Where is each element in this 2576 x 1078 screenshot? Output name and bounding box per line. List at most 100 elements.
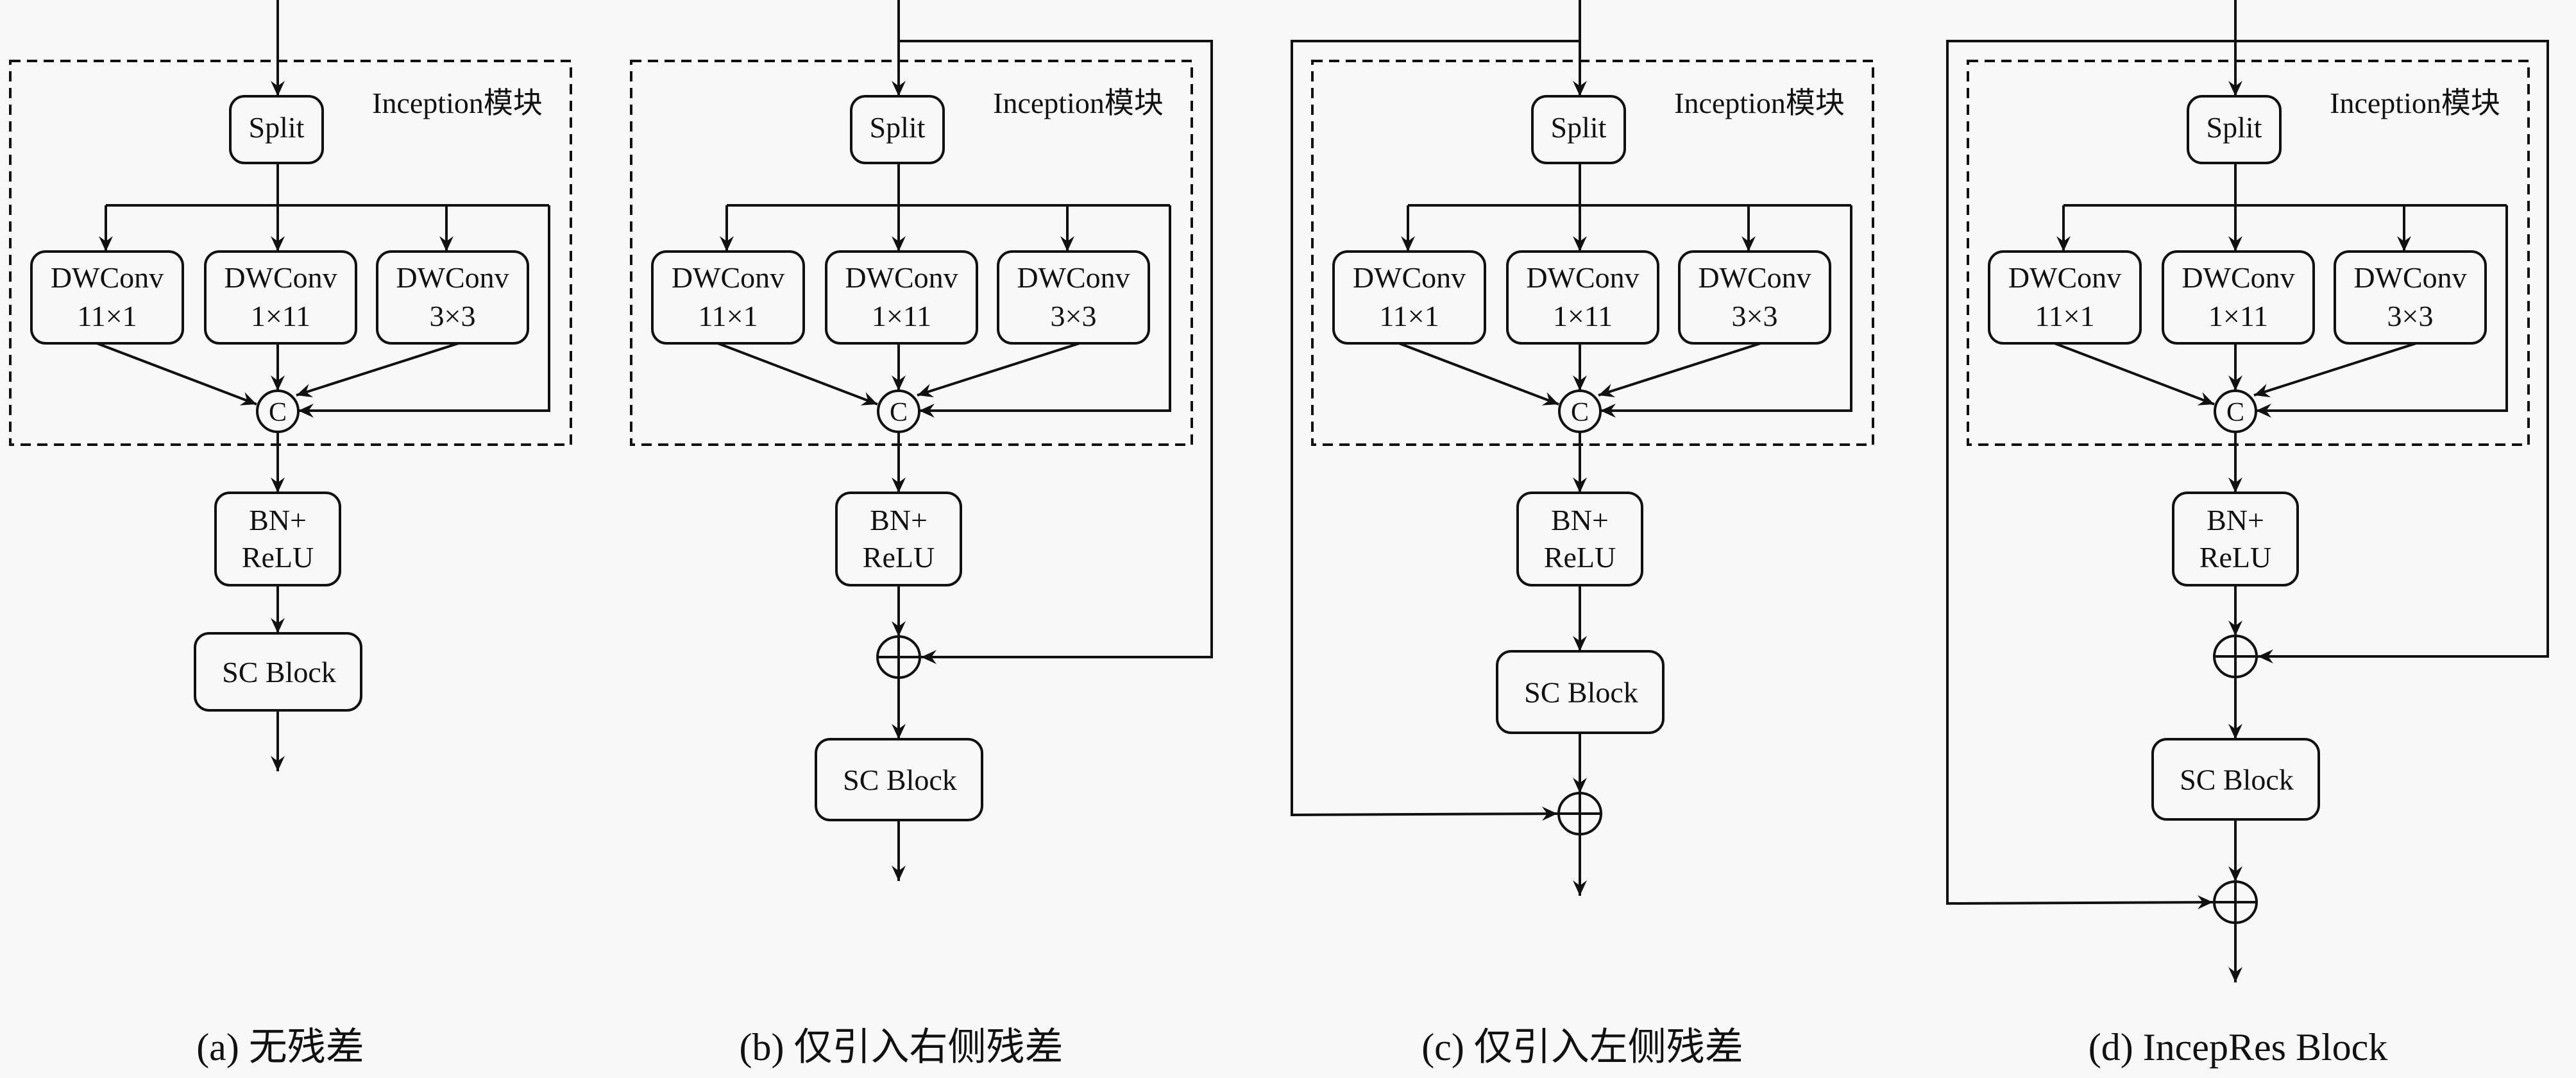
arrowhead-icon bbox=[1573, 81, 1587, 96]
sc-block-node: SC Block bbox=[815, 738, 983, 821]
dwconv-box bbox=[1988, 250, 2142, 345]
dwconv3-to-concat bbox=[296, 342, 459, 397]
dwconv-kernel-label: 3×3 bbox=[1051, 300, 1097, 332]
arrowhead-icon bbox=[2258, 649, 2273, 663]
arrowhead-icon bbox=[1541, 392, 1559, 406]
panel-caption: (d) IncepRes Block bbox=[2089, 1026, 2388, 1068]
dwconv-kernel-label: 1×11 bbox=[872, 300, 931, 332]
split-label: Split bbox=[249, 111, 305, 144]
add-node-left-residual bbox=[1557, 792, 1602, 835]
sc-block-node: SC Block bbox=[194, 632, 362, 712]
add-node-right-residual bbox=[876, 635, 921, 679]
relu-label: ReLU bbox=[2199, 541, 2271, 574]
dwconv-kernel-label: 11×1 bbox=[2035, 300, 2094, 332]
arrowhead-icon bbox=[2228, 375, 2242, 391]
panel-left-residual: Inception模块SplitDWConv11×1DWConv1×11DWCo… bbox=[1291, 0, 1874, 1068]
dwconv3-to-concat bbox=[2253, 342, 2417, 397]
dwconv-kernel-label: 1×11 bbox=[2208, 300, 2268, 332]
dwconv-kernel-label: 11×1 bbox=[1379, 300, 1439, 332]
identity-to-concat bbox=[1600, 205, 1852, 412]
dwconv-label: DWConv bbox=[1526, 261, 1639, 294]
dwconv-node-2: DWConv 1×11 bbox=[204, 250, 357, 345]
concat-node: C bbox=[2214, 389, 2257, 433]
arrowhead-icon bbox=[2197, 895, 2213, 910]
arrowhead-icon bbox=[271, 375, 285, 391]
arrowhead-icon bbox=[921, 650, 936, 664]
panel-incepres-block: Inception模块SplitDWConv11×1DWConv1×11DWCo… bbox=[1946, 0, 2549, 1068]
relu-label: ReLU bbox=[1544, 541, 1616, 574]
dwconv-box bbox=[997, 250, 1150, 345]
sc-block-label: SC Block bbox=[1524, 676, 1638, 709]
arrowhead-icon bbox=[271, 81, 285, 96]
inception-module-label: Inception模块 bbox=[1674, 87, 1845, 119]
sc-block-node: SC Block bbox=[1496, 650, 1665, 734]
arrowhead-icon bbox=[1573, 477, 1587, 493]
add-node-right-residual bbox=[2213, 635, 2258, 678]
dwconv-box bbox=[1332, 250, 1486, 345]
arrowhead-icon bbox=[271, 756, 285, 771]
inception-module-frame bbox=[9, 60, 572, 446]
arrowhead-icon bbox=[1401, 236, 1415, 252]
inception-module-frame bbox=[630, 60, 1193, 446]
panel-no-residual: Inception模块SplitDWConv11×1DWConv1×11DWCo… bbox=[9, 0, 572, 1068]
dwconv-label: DWConv bbox=[396, 261, 509, 294]
arrowhead-icon bbox=[917, 384, 935, 398]
dwconv-kernel-label: 11×1 bbox=[77, 300, 137, 332]
panel-caption: (a) 无残差 bbox=[196, 1026, 364, 1068]
dwconv1-to-concat bbox=[717, 342, 878, 406]
concat-node: C bbox=[1558, 389, 1602, 433]
dwconv-node-2: DWConv 1×11 bbox=[825, 250, 978, 345]
dwconv-label: DWConv bbox=[845, 261, 958, 294]
arrowhead-icon bbox=[439, 236, 453, 252]
arrowhead-icon bbox=[892, 724, 906, 739]
arrowhead-icon bbox=[892, 477, 906, 493]
arrowhead-icon bbox=[2256, 404, 2271, 418]
concat-label: C bbox=[890, 398, 908, 427]
bn-relu-node: BN+ ReLU bbox=[2172, 492, 2299, 586]
dwconv-label: DWConv bbox=[51, 261, 164, 294]
dwconv-kernel-label: 3×3 bbox=[1732, 300, 1778, 332]
arrowhead-icon bbox=[1598, 384, 1616, 398]
arrowhead-icon bbox=[296, 384, 314, 398]
inception-module-label: Inception模块 bbox=[372, 87, 543, 119]
dwconv-label: DWConv bbox=[224, 261, 337, 294]
arrowhead-icon bbox=[271, 477, 285, 493]
dwconv-kernel-label: 1×11 bbox=[251, 300, 310, 332]
arrowhead-icon bbox=[919, 404, 935, 418]
identity-to-concat bbox=[2256, 205, 2508, 412]
dwconv-box bbox=[2162, 250, 2315, 345]
identity-to-concat bbox=[298, 205, 550, 412]
panel-right-residual: Inception模块SplitDWConv11×1DWConv1×11DWCo… bbox=[630, 0, 1213, 1068]
arrowhead-icon bbox=[1541, 807, 1557, 821]
concat-label: C bbox=[2226, 398, 2244, 427]
concat-label: C bbox=[1571, 398, 1589, 427]
arrowhead-icon bbox=[860, 392, 877, 406]
left-residual-connection bbox=[1291, 40, 1580, 817]
dwconv-box bbox=[204, 250, 357, 345]
arrowhead-icon bbox=[1060, 236, 1074, 252]
sc-block-label: SC Block bbox=[2180, 764, 2294, 796]
bn-relu-node: BN+ReLU bbox=[214, 492, 341, 586]
dwconv-kernel-label: 3×3 bbox=[430, 300, 476, 332]
arrowhead-icon bbox=[99, 236, 113, 252]
relu-label: ReLU bbox=[242, 541, 314, 574]
bn-label: BN+ bbox=[2207, 504, 2264, 536]
arrowhead-icon bbox=[720, 236, 734, 252]
dwconv-label: DWConv bbox=[2353, 261, 2466, 294]
bn-label: BN+ bbox=[870, 504, 928, 536]
dwconv-node-1: DWConv 11×1 bbox=[30, 250, 184, 345]
dwconv-kernel-label: 3×3 bbox=[2387, 300, 2434, 332]
arrowhead-icon bbox=[1573, 236, 1587, 252]
arrowhead-icon bbox=[1600, 404, 1616, 418]
bn-relu-node: BN+ReLU bbox=[835, 492, 962, 586]
arrowhead-icon bbox=[1573, 375, 1587, 391]
arrowhead-icon bbox=[1573, 880, 1587, 896]
arrowhead-icon bbox=[892, 866, 906, 881]
arrowhead-icon bbox=[1573, 636, 1587, 651]
arrowhead-icon bbox=[298, 404, 314, 418]
